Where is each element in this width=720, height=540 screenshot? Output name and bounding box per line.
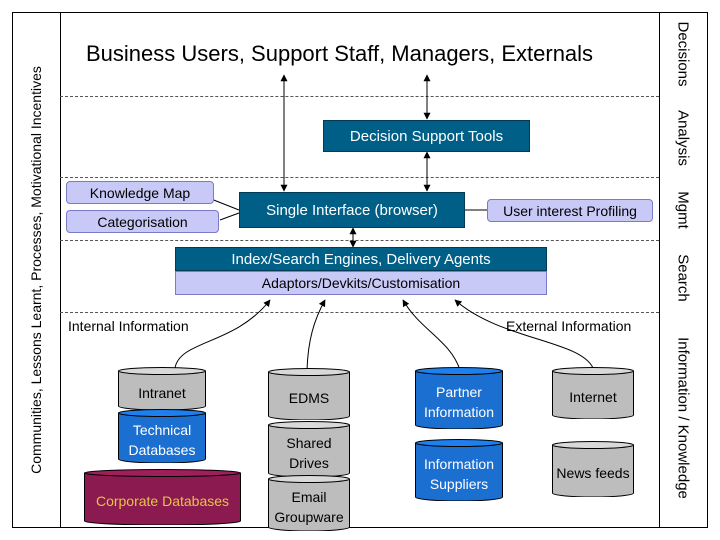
repository-label-line: Technical <box>132 422 192 438</box>
separator-decisions <box>60 96 659 97</box>
top-title: Business Users, Support Staff, Managers,… <box>86 41 594 66</box>
repository-label-line: Corporate Databases <box>95 493 230 509</box>
repository-label-line: Shared <box>286 435 332 451</box>
repository-label: Internet <box>552 387 634 407</box>
external-information-label: External Information <box>506 318 632 334</box>
curve-edms <box>306 299 326 371</box>
adaptors-box: Adaptors/Devkits/Customisation <box>175 271 547 295</box>
repository-intranet: Intranet <box>118 367 206 410</box>
single-interface-box: Single Interface (browser) <box>239 192 465 228</box>
right-column-frame <box>659 12 708 528</box>
curve-intranet <box>174 299 271 369</box>
repository-label-line: Intranet <box>138 384 186 401</box>
separator-analysis <box>60 177 659 178</box>
repository-label-line: Email <box>291 489 327 505</box>
repository-label-line: Groupware <box>274 509 344 525</box>
categorisation-box: Categorisation <box>66 210 219 233</box>
knowledge-map-box: Knowledge Map <box>66 181 214 204</box>
repository-label: Intranet <box>118 383 206 403</box>
repository-label: EDMS <box>268 388 350 408</box>
repository-label: News feeds <box>552 463 634 483</box>
repository-label-line: Suppliers <box>429 476 489 492</box>
index-search-engines-box: Index/Search Engines, Delivery Agents <box>175 247 547 271</box>
decision-support-tools-box: Decision Support Tools <box>323 120 530 152</box>
link-categorisation <box>219 212 240 221</box>
curve-partner <box>402 299 461 371</box>
repository-label-line: EDMS <box>288 390 330 406</box>
repository-internet: Internet <box>552 367 634 419</box>
repository-label-line: Partner <box>436 384 482 400</box>
repository-label: Corporate Databases <box>84 491 241 511</box>
user-interest-profiling-box: User interest Profiling <box>487 199 653 222</box>
repository-label-line: Information <box>423 456 495 472</box>
repository-label-line: Information <box>423 404 495 420</box>
repository-news-feeds: News feeds <box>552 441 634 497</box>
internal-information-label: Internal Information <box>68 318 189 334</box>
repository-label-line: Drives <box>289 455 329 471</box>
repository-corporate-databases: Corporate Databases <box>84 469 241 525</box>
separator-mgmt <box>60 240 659 241</box>
repository-label-line: Databases <box>128 442 196 458</box>
left-column-frame <box>12 12 61 528</box>
curve-internet <box>454 299 594 369</box>
repository-label-line: Internet <box>569 389 617 405</box>
separator-search <box>60 312 659 313</box>
repository-edms: EDMS <box>268 368 350 420</box>
repository-label-line: News feeds <box>556 465 630 481</box>
